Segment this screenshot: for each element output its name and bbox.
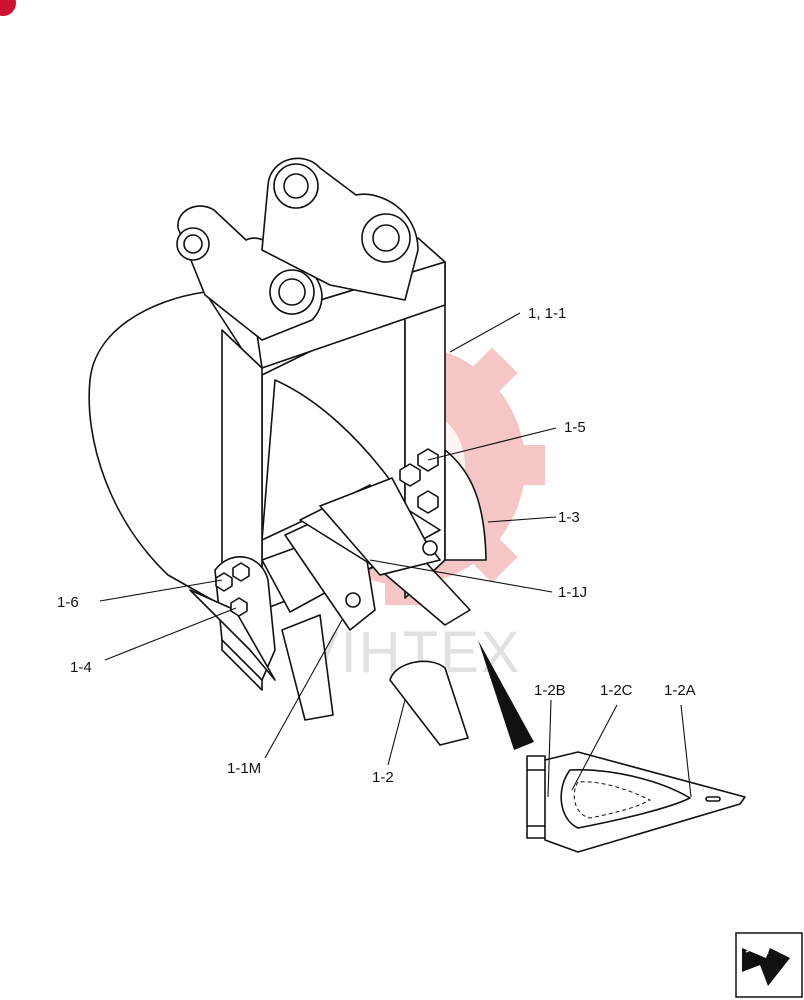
label-1-6: 1-6 xyxy=(57,594,79,611)
label-1-2C: 1-2C xyxy=(600,682,633,699)
tooth-detail xyxy=(526,751,746,853)
bucket-assembly xyxy=(88,157,487,746)
corner-badge-icon xyxy=(0,0,16,16)
next-page-arrow-icon[interactable] xyxy=(735,932,803,998)
label-1-2A: 1-2A xyxy=(664,682,696,699)
detail-arrow xyxy=(478,640,534,750)
label-1-1J: 1-1J xyxy=(558,584,587,601)
label-1-4: 1-4 xyxy=(70,659,92,676)
label-1-5: 1-5 xyxy=(564,419,586,436)
label-1-2: 1-2 xyxy=(372,769,394,786)
leader-lines xyxy=(99,312,692,798)
label-1-1M: 1-1M xyxy=(227,760,261,777)
label-1-2B: 1-2B xyxy=(534,682,566,699)
label-1-3: 1-3 xyxy=(558,509,580,526)
label-1-1: 1, 1-1 xyxy=(528,305,566,322)
